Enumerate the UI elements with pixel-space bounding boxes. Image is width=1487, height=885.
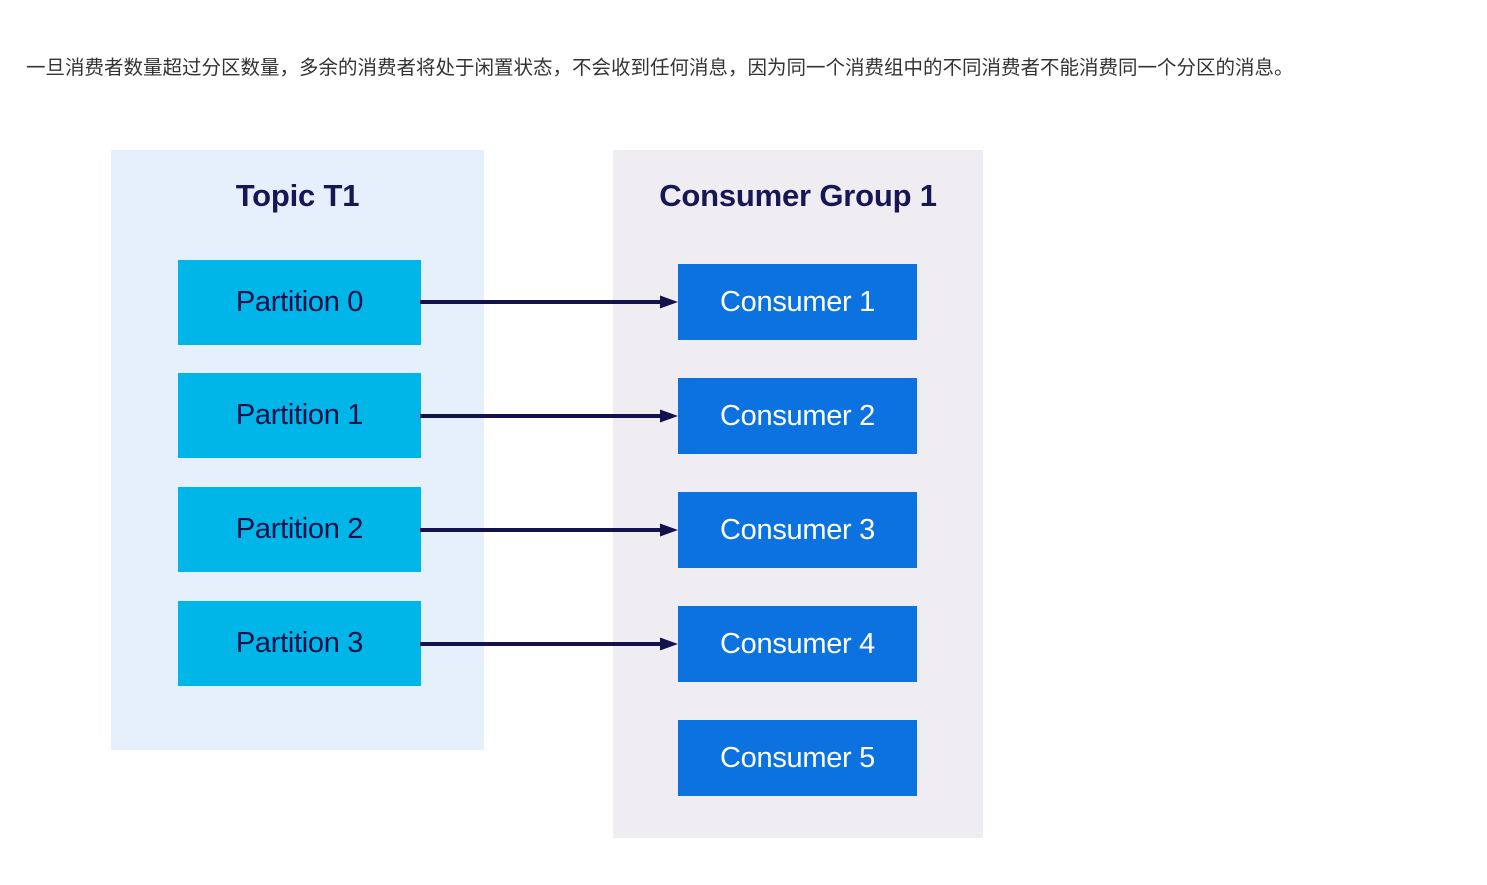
consumer-box-3[interactable]: Consumer 3 (678, 492, 917, 568)
consumer-box-1[interactable]: Consumer 1 (678, 264, 917, 340)
consumer-box-2[interactable]: Consumer 2 (678, 378, 917, 454)
partition-box-2[interactable]: Partition 2 (178, 487, 421, 572)
partition-label: Partition 1 (235, 399, 364, 431)
intro-paragraph: 一旦消费者数量超过分区数量，多余的消费者将处于闲置状态，不会收到任何消息，因为同… (26, 56, 1294, 79)
consumer-label: Consumer 1 (720, 285, 875, 318)
consumer-box-5[interactable]: Consumer 5 (678, 720, 917, 796)
partition-box-1[interactable]: Partition 1 (178, 373, 421, 458)
consumer-label: Consumer 2 (720, 399, 875, 432)
consumer-box-4[interactable]: Consumer 4 (678, 606, 917, 682)
partition-box-3[interactable]: Partition 3 (178, 601, 421, 686)
partition-label: Partition 2 (235, 513, 364, 545)
consumer-group-title: Consumer Group 1 (659, 178, 937, 213)
partition-label: Partition 3 (235, 627, 364, 659)
partition-label: Partition 0 (235, 286, 364, 318)
consumer-label: Consumer 4 (720, 627, 875, 660)
consumer-label: Consumer 3 (720, 513, 875, 546)
consumer-label: Consumer 5 (720, 741, 875, 774)
partition-box-0[interactable]: Partition 0 (178, 260, 421, 345)
topic-title: Topic T1 (235, 178, 360, 213)
